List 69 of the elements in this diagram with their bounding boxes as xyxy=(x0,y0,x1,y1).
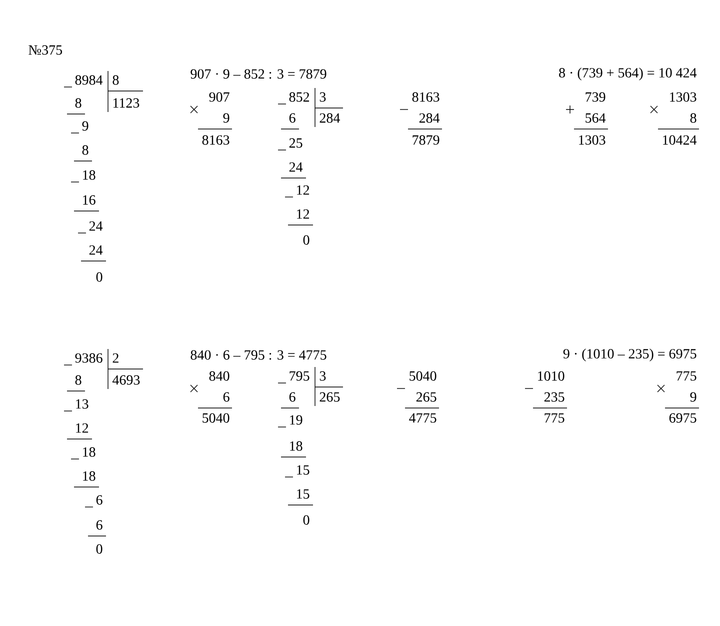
number: 12 xyxy=(76,423,88,433)
number: 1123 xyxy=(113,98,140,108)
number: 15 xyxy=(297,465,310,475)
number: 10424 xyxy=(663,135,697,145)
number: 8163 xyxy=(202,135,230,145)
number: 739 xyxy=(586,92,606,102)
number: 284 xyxy=(419,113,440,123)
number: 6 xyxy=(289,392,296,402)
number: 8163 xyxy=(412,92,440,102)
number: 16 xyxy=(83,195,96,205)
number: 24 xyxy=(89,221,103,231)
number: 775 xyxy=(676,371,696,381)
number: 8 xyxy=(690,113,696,123)
equation: 8 · (739 + 564) = 10 424 xyxy=(559,68,697,80)
number: 12 xyxy=(297,185,310,195)
number: 0 xyxy=(303,515,310,525)
number: 8984 xyxy=(75,75,103,85)
number: 284 xyxy=(320,113,340,123)
number: 7879 xyxy=(412,135,440,145)
number: 5040 xyxy=(202,413,230,423)
number: 3 xyxy=(320,371,326,381)
number: 907 xyxy=(209,92,230,102)
number: 9 xyxy=(690,392,696,402)
number: 6 xyxy=(96,495,102,505)
number: 3 xyxy=(320,92,326,102)
equation: 840 · 6 – 795 : 3 = 4775 xyxy=(190,350,326,360)
number: 18 xyxy=(83,471,96,481)
number: 8 xyxy=(75,98,82,108)
number: 6975 xyxy=(669,413,696,423)
number: 1303 xyxy=(670,92,696,102)
number: 9 xyxy=(223,113,230,123)
number: 265 xyxy=(320,392,340,402)
number: 8 xyxy=(75,375,82,385)
number: 0 xyxy=(96,544,102,554)
number: 18 xyxy=(83,447,96,457)
number: 840 xyxy=(209,371,230,381)
equation: 9 · (1010 – 235) = 6975 xyxy=(563,348,696,362)
number: 6 xyxy=(289,113,296,123)
number: 15 xyxy=(297,489,310,499)
number: 0 xyxy=(303,235,310,245)
number: 4693 xyxy=(112,375,140,385)
number: 0 xyxy=(96,272,102,282)
number: 6 xyxy=(96,520,102,530)
number: 775 xyxy=(544,413,564,423)
number: 5040 xyxy=(410,371,436,381)
number: 564 xyxy=(586,113,606,123)
number: 25 xyxy=(289,138,302,148)
number: 19 xyxy=(290,415,302,425)
number: 18 xyxy=(83,170,96,180)
number: 6 xyxy=(223,392,230,402)
number: 2 xyxy=(112,353,118,363)
number: 235 xyxy=(544,392,564,402)
number: 24 xyxy=(289,162,303,172)
number: 9386 xyxy=(75,353,102,363)
number: 795 xyxy=(290,371,310,381)
number: 12 xyxy=(297,209,310,219)
number: 1010 xyxy=(538,371,564,381)
number: 8 xyxy=(112,75,119,85)
number: 24 xyxy=(89,245,103,255)
number: 852 xyxy=(289,92,310,102)
number: 13 xyxy=(76,399,88,409)
number: 8 xyxy=(82,145,88,155)
number: 4775 xyxy=(409,413,436,423)
number: 265 xyxy=(416,392,436,402)
number: 18 xyxy=(290,441,302,451)
number: 1303 xyxy=(579,135,606,145)
problem-number: №375 xyxy=(28,45,62,55)
number: 9 xyxy=(82,121,88,131)
equation: 907 · 9 – 852 : 3 = 7879 xyxy=(190,69,326,79)
